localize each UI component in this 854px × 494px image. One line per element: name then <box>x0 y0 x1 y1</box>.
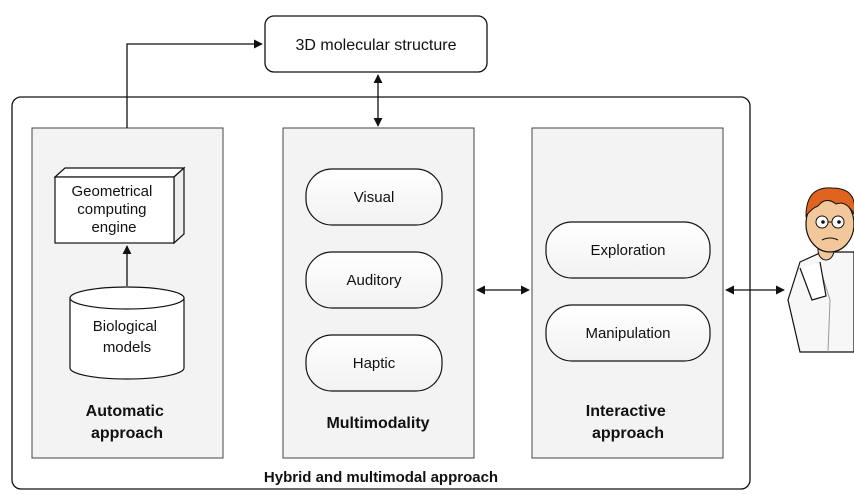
outer-label: Hybrid and multimodal approach <box>264 469 498 486</box>
automatic-title-line-2: approach <box>91 425 163 442</box>
biological-models-cylinder: Biological models <box>69 286 185 380</box>
scientist-user-icon <box>787 187 854 353</box>
models-label-line-2: models <box>103 339 151 356</box>
interactive-title-line-2: approach <box>592 425 664 442</box>
automatic-title-line-1: Automatic <box>86 403 164 420</box>
haptic-pill <box>305 334 443 392</box>
svg-text:Interactive approach: Interactive approach <box>586 403 671 442</box>
models-label-line-1: Biological <box>93 318 157 335</box>
engine-label-line-1: Geometrical <box>71 183 152 200</box>
visual-label: Visual <box>354 189 395 206</box>
computing-engine-box: Geometrical computing engine <box>53 166 186 245</box>
exploration-label: Exploration <box>590 242 665 259</box>
svg-text:Biological models: Biological models <box>93 318 161 356</box>
svg-text:Automatic approach: Automatic approach <box>86 403 169 442</box>
interactive-panel <box>531 127 724 459</box>
manipulation-label: Manipulation <box>585 325 670 342</box>
svg-text:Geometrical computing: Geometrical computing engine <box>71 183 156 236</box>
auditory-pill <box>305 251 443 309</box>
engine-label-line-3: engine <box>91 219 136 236</box>
visual-pill <box>305 168 443 226</box>
manipulation-pill <box>545 304 711 362</box>
haptic-label: Haptic <box>353 355 396 372</box>
engine-label-line-2: computing <box>77 201 146 218</box>
arrow-automatic-to-structure <box>126 39 263 128</box>
molecular-structure-label: 3D molecular structure <box>296 37 457 54</box>
interactive-title-line-1: Interactive <box>586 403 666 420</box>
exploration-pill <box>545 221 711 279</box>
molecular-structure-box <box>264 15 488 73</box>
multimodality-title: Multimodality <box>326 415 429 432</box>
auditory-label: Auditory <box>346 272 402 289</box>
